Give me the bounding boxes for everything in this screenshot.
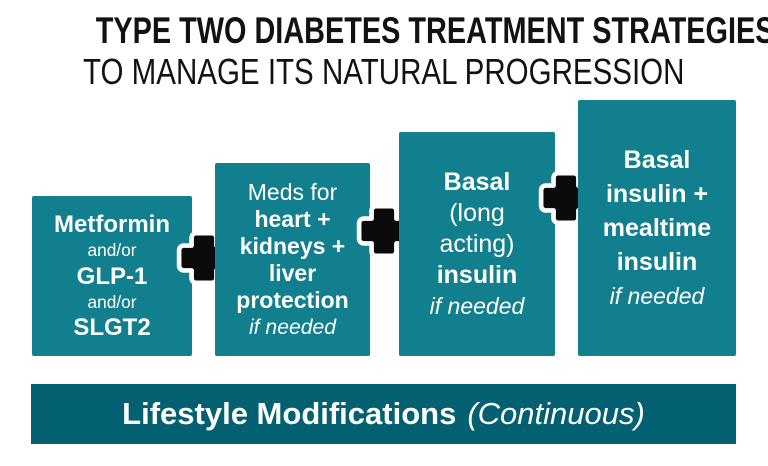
step-line: heart + [254, 205, 331, 232]
footer-bold-text: Lifestyle Modifications [122, 396, 457, 431]
subtitle-text: TO MANAGE ITS NATURAL PROGRESSION [83, 50, 685, 92]
step-box-basal-plus-mealtime-insulin: Basal insulin + mealtime insulin if needed [578, 100, 736, 356]
step-line: Metformin [54, 211, 170, 239]
step-line: and/or [87, 240, 137, 261]
step-line: and/or [87, 291, 137, 312]
step-line: insulin + [605, 180, 709, 208]
step-line: mealtime [602, 214, 712, 242]
step-line: insulin [616, 248, 698, 276]
step-line: if needed [429, 292, 525, 319]
step-line: acting) [439, 229, 515, 258]
page-subtitle: TO MANAGE ITS NATURAL PROGRESSION [0, 51, 768, 90]
step-line: (long [449, 198, 505, 227]
step-line: SLGT2 [73, 313, 151, 341]
step-line: kidneys + [239, 232, 346, 259]
step-line: Basal [623, 146, 691, 174]
step-line: liver [268, 259, 317, 286]
step-line: Basal [443, 167, 511, 196]
header: TYPE TWO DIABETES TREATMENT STRATEGIES T… [0, 10, 768, 90]
lifestyle-modifications-bar: Lifestyle Modifications (Continuous) [31, 384, 736, 444]
step-line: Meds for [247, 178, 338, 205]
page-title: TYPE TWO DIABETES TREATMENT STRATEGIES [0, 10, 768, 51]
step-line: if needed [609, 283, 705, 309]
step-line: insulin [436, 260, 518, 289]
footer-italic-text: (Continuous) [467, 396, 645, 431]
step-text: Basal insulin + mealtime insulin if needed [578, 143, 736, 313]
step-line: GLP-1 [76, 262, 148, 290]
title-text: TYPE TWO DIABETES TREATMENT STRATEGIES [95, 10, 768, 51]
step-line: if needed [248, 315, 337, 339]
step-line: protection [236, 286, 349, 313]
